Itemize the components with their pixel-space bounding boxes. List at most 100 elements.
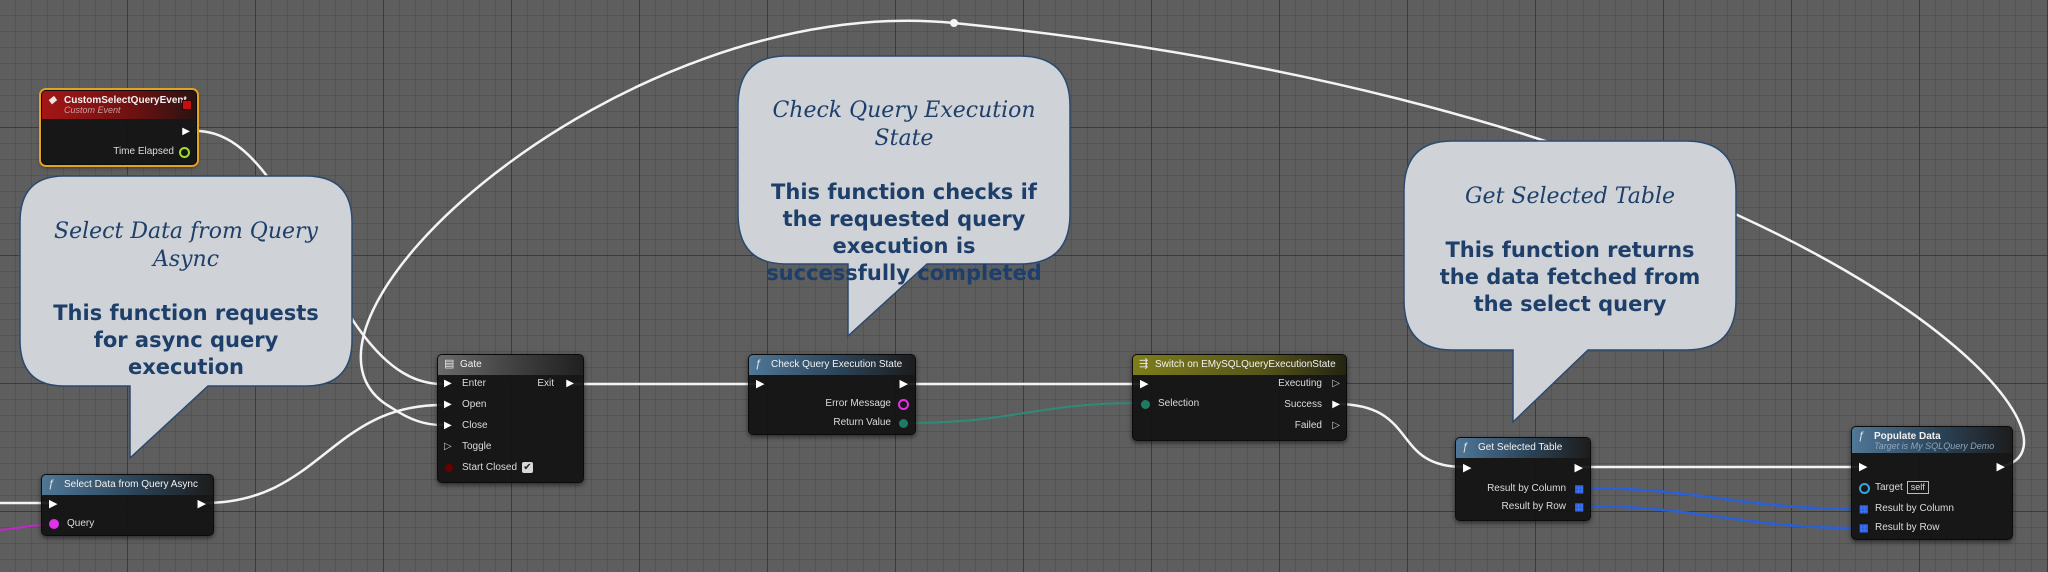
exec-in-pin-icon[interactable]: ▷ bbox=[444, 441, 452, 452]
node-title: CustomSelectQueryEvent bbox=[64, 95, 187, 106]
node-header[interactable]: ƒ Check Query Execution State bbox=[749, 355, 915, 375]
node-title: Check Query Execution State bbox=[771, 359, 903, 370]
pin-label: Failed bbox=[1294, 420, 1322, 431]
node-header[interactable]: ƒ Populate Data Target is My SQLQuery De… bbox=[1852, 427, 2012, 453]
comment-check-state: Check Query Execution State This functio… bbox=[744, 97, 1064, 287]
comment-title: Select Data from Query Async bbox=[54, 219, 318, 272]
pin-label: Result by Row bbox=[1875, 522, 1940, 533]
enum-pin-icon[interactable] bbox=[899, 419, 908, 428]
array-pin-icon[interactable]: ▦ bbox=[1859, 523, 1869, 534]
switch-icon: ⇶ bbox=[1139, 358, 1149, 370]
pin-label: Toggle bbox=[462, 441, 492, 452]
comment-title: Get Selected Table bbox=[1464, 184, 1676, 209]
exec-in-pin-icon[interactable]: ▶ bbox=[444, 420, 452, 431]
pin-label: Close bbox=[462, 420, 488, 431]
node-check-query-execution-state[interactable]: ƒ Check Query Execution State ▶ ▶ Error … bbox=[748, 354, 916, 435]
pin-row-start-closed: Start Closed ✔ bbox=[444, 461, 574, 475]
node-subtitle: Target is My SQLQuery Demo bbox=[1874, 441, 1995, 451]
exec-out-pin-icon[interactable]: ▷ bbox=[1332, 378, 1340, 389]
node-custom-select-query-event[interactable]: ◆ CustomSelectQueryEvent Custom Event ▶ … bbox=[41, 90, 197, 165]
pin-row-toggle: ▷ Toggle bbox=[444, 440, 564, 454]
node-title: Select Data from Query Async bbox=[64, 479, 198, 490]
pin-label: Time Elapsed bbox=[113, 146, 174, 157]
node-get-selected-table[interactable]: ƒ Get Selected Table ▶ ▶ Result by Colum… bbox=[1455, 437, 1591, 521]
pin-label: Success bbox=[1284, 399, 1322, 410]
pin-row-time-elapsed: Time Elapsed bbox=[50, 145, 190, 159]
array-pin-icon[interactable]: ▦ bbox=[1859, 504, 1869, 515]
node-title: Switch on EMySQLQueryExecutionState bbox=[1155, 359, 1336, 370]
exec-out-pin-icon[interactable]: ▶ bbox=[899, 378, 908, 390]
target-label: Target bbox=[1875, 482, 1903, 493]
pin-row-result-by-row: Result by Row ▦ bbox=[1464, 500, 1584, 514]
node-switch-on-execution-state[interactable]: ⇶ Switch on EMySQLQueryExecutionState ▶ … bbox=[1132, 354, 1347, 441]
exec-out-pin-icon[interactable]: ▶ bbox=[1332, 399, 1340, 410]
comment-get-table: Get Selected Table This function returns… bbox=[1410, 183, 1730, 318]
node-select-data-from-query-async[interactable]: ƒ Select Data from Query Async ▶ ▶ Query bbox=[41, 474, 214, 536]
bool-pin-icon[interactable] bbox=[445, 464, 453, 472]
node-title: Gate bbox=[460, 359, 482, 370]
function-icon: ƒ bbox=[48, 478, 55, 490]
node-header[interactable]: ƒ Select Data from Query Async bbox=[42, 475, 213, 495]
pin-label: Result by Column bbox=[1487, 483, 1566, 494]
exec-in-pin-icon[interactable]: ▶ bbox=[756, 378, 765, 390]
pin-row-return-value: Return Value bbox=[759, 416, 909, 430]
comment-select-async: Select Data from Query Async This functi… bbox=[26, 218, 346, 381]
exec-out-pin-icon[interactable]: ▶ bbox=[1996, 461, 2005, 473]
exec-out-pin-icon[interactable]: ▶ bbox=[182, 126, 190, 137]
exec-out-pin-icon[interactable]: ▶ bbox=[566, 378, 574, 389]
pin-label: Result by Column bbox=[1875, 503, 1954, 514]
pin-label: Start Closed bbox=[462, 462, 518, 473]
function-icon: ƒ bbox=[1858, 430, 1865, 442]
pin-row-result-by-column: ▦ Result by Column bbox=[1859, 502, 1999, 516]
pin-label: Executing bbox=[1278, 378, 1322, 389]
node-gate[interactable]: ▤ Gate ▶ Enter Exit ▶ ▶ Open ▶ Close ▷ T… bbox=[437, 354, 584, 483]
node-header[interactable]: ƒ Get Selected Table bbox=[1456, 438, 1590, 458]
exec-out-row: ▶ bbox=[170, 125, 190, 139]
node-header[interactable]: ⇶ Switch on EMySQLQueryExecutionState bbox=[1133, 355, 1346, 375]
node-title: Get Selected Table bbox=[1478, 442, 1563, 453]
pin-label: Error Message bbox=[825, 398, 891, 409]
pin-label: Query bbox=[67, 518, 95, 529]
node-header[interactable]: ▤ Gate bbox=[438, 355, 583, 375]
array-pin-icon[interactable]: ▦ bbox=[1574, 484, 1584, 495]
exec-in-pin-icon[interactable]: ▶ bbox=[444, 378, 452, 389]
event-diamond-icon: ◆ bbox=[48, 94, 57, 106]
exec-out-pin-icon[interactable]: ▶ bbox=[1574, 462, 1583, 474]
event-delegate-pin-icon[interactable] bbox=[182, 100, 192, 110]
exec-out-pin-icon[interactable]: ▷ bbox=[1332, 420, 1340, 431]
exec-in-pin-icon[interactable]: ▶ bbox=[1859, 461, 1868, 473]
comment-title: Check Query Execution State bbox=[772, 98, 1036, 151]
exec-in-pin-icon[interactable]: ▶ bbox=[1463, 462, 1472, 474]
pin-row-error-message: Error Message bbox=[759, 397, 909, 411]
node-header[interactable]: ◆ CustomSelectQueryEvent Custom Event bbox=[42, 91, 196, 119]
string-pin-icon[interactable] bbox=[898, 399, 909, 410]
exec-in-pin-icon[interactable]: ▶ bbox=[49, 498, 58, 510]
gate-icon: ▤ bbox=[444, 358, 455, 370]
node-populate-data[interactable]: ƒ Populate Data Target is My SQLQuery De… bbox=[1851, 426, 2013, 540]
target-self-value[interactable]: self bbox=[1906, 481, 1929, 494]
comment-description: This function requests for async query e… bbox=[53, 301, 319, 379]
start-closed-checkbox[interactable]: ✔ bbox=[522, 462, 533, 473]
float-pin-icon[interactable] bbox=[179, 147, 190, 158]
pin-label: Result by Row bbox=[1501, 501, 1566, 512]
function-icon: ƒ bbox=[1462, 441, 1469, 453]
exec-out-pin-icon[interactable]: ▶ bbox=[197, 498, 206, 510]
array-pin-icon[interactable]: ▦ bbox=[1574, 502, 1584, 513]
pin-label: Exit bbox=[537, 378, 554, 389]
pin-row-selection: Selection bbox=[1140, 397, 1240, 411]
exec-in-pin-icon[interactable]: ▶ bbox=[1140, 378, 1149, 390]
pin-label: Enter bbox=[462, 378, 486, 389]
pin-row-success: Success ▶ bbox=[1240, 398, 1340, 412]
pin-row-open: ▶ Open bbox=[444, 398, 564, 412]
comment-description: This function checks if the requested qu… bbox=[766, 180, 1042, 285]
enum-pin-icon[interactable] bbox=[1141, 400, 1150, 409]
pin-label: Open bbox=[462, 399, 487, 410]
object-pin-icon[interactable] bbox=[1859, 483, 1870, 494]
exec-in-pin-icon[interactable]: ▶ bbox=[444, 399, 452, 410]
pin-label: Selection bbox=[1158, 398, 1200, 409]
function-icon: ƒ bbox=[755, 358, 762, 370]
pin-row-close: ▶ Close bbox=[444, 419, 564, 433]
pin-row-result-by-row: ▦ Result by Row bbox=[1859, 521, 1999, 535]
string-pin-icon[interactable] bbox=[49, 519, 59, 529]
